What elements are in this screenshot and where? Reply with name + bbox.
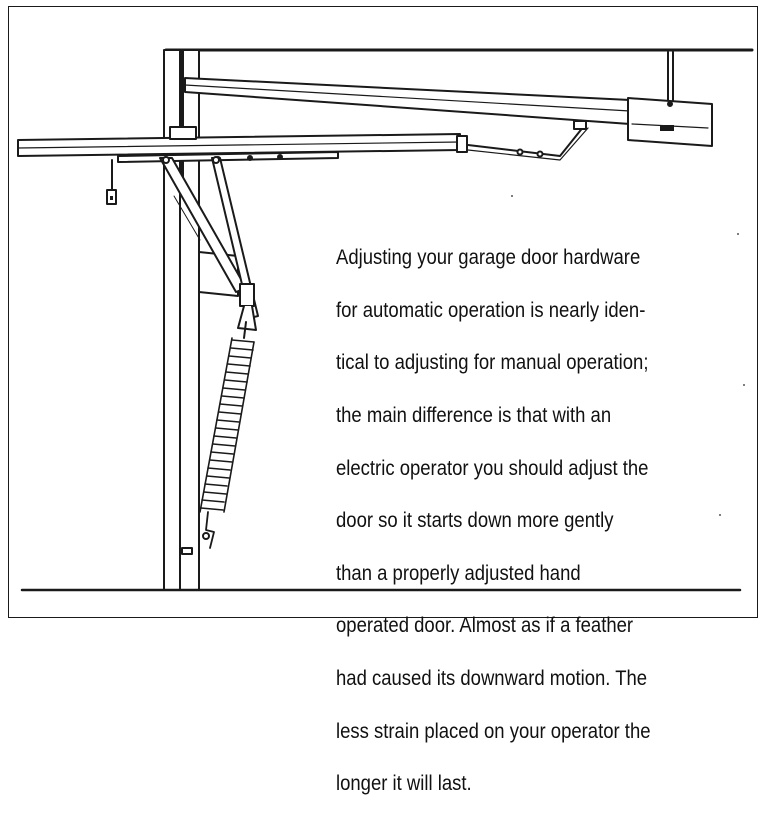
caption-line: electric operator you should adjust the xyxy=(336,455,649,480)
caption-line: than a properly adjusted hand xyxy=(336,560,581,585)
caption-line: less strain placed on your operator the xyxy=(336,718,651,743)
caption-text: Adjusting your garage door hardware for … xyxy=(336,218,689,823)
operator-rail xyxy=(184,77,631,125)
counterbalance-spring xyxy=(199,321,255,549)
caption-line: tical to adjusting for manual operation; xyxy=(336,350,649,375)
jamb-latch xyxy=(181,547,193,555)
connecting-arm xyxy=(467,125,585,157)
caption-line: had caused its downward motion. The xyxy=(336,666,648,691)
caption-line: for automatic operation is nearly iden- xyxy=(336,297,646,322)
operator-motor xyxy=(627,97,713,147)
caption-line: longer it will last. xyxy=(336,771,472,796)
caption-line: Adjusting your garage door hardware xyxy=(336,245,641,270)
caption-line: operated door. Almost as if a feather xyxy=(336,613,634,638)
caption-line: the main difference is that with an xyxy=(336,403,612,428)
garage-door-hardware-drawing xyxy=(17,48,754,592)
caption-line: door so it starts down more gently xyxy=(336,508,614,533)
